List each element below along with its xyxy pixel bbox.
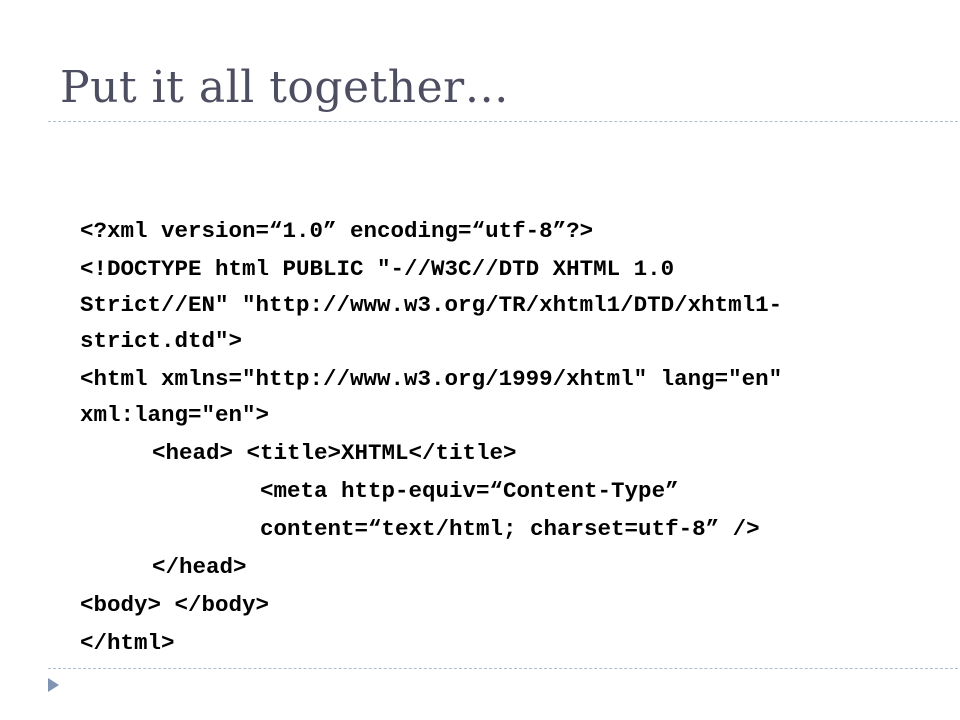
code-line-doctype-2: Strict//EN" "http://www.w3.org/TR/xhtml1… bbox=[80, 292, 783, 318]
code-line-body: <body> </body> bbox=[80, 592, 270, 618]
code-block: <?xml version=“1.0” encoding=“utf-8”?> <… bbox=[80, 216, 940, 666]
code-line-doctype-3: strict.dtd"> bbox=[80, 328, 243, 354]
slide-title: Put it all together… bbox=[60, 62, 510, 113]
code-line-html-close: </html> bbox=[80, 630, 175, 656]
code-line-head-close: </head> bbox=[152, 554, 247, 580]
code-line-doctype-1: <!DOCTYPE html PUBLIC "-//W3C//DTD XHTML… bbox=[80, 256, 675, 282]
code-line-xml-declaration: <?xml version=“1.0” encoding=“utf-8”?> bbox=[80, 218, 594, 244]
footer-divider bbox=[48, 668, 960, 669]
code-line-meta-1: <meta http-equiv=“Content-Type” bbox=[260, 478, 679, 504]
title-divider bbox=[48, 121, 960, 122]
triangle-right-icon bbox=[48, 678, 59, 692]
code-line-html-open-2: xml:lang="en"> bbox=[80, 402, 270, 428]
code-line-head-title: <head> <title>XHTML</title> bbox=[152, 440, 517, 466]
code-line-meta-2: content=“text/html; charset=utf-8” /> bbox=[260, 516, 760, 542]
code-line-html-open-1: <html xmlns="http://www.w3.org/1999/xhtm… bbox=[80, 366, 783, 392]
